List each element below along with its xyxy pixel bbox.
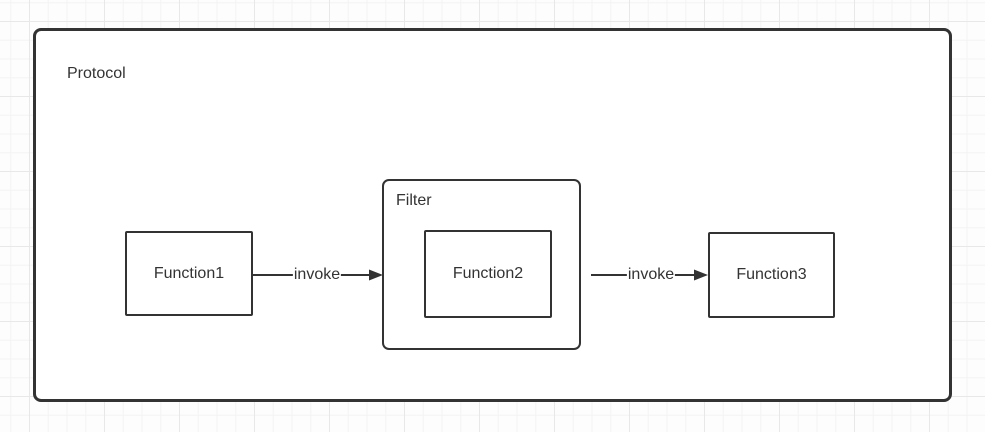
node-function1[interactable]: Function1 xyxy=(125,231,253,316)
function1-label: Function1 xyxy=(153,264,225,282)
edge1-label: invoke xyxy=(292,266,342,284)
edge2-label: invoke xyxy=(626,266,676,284)
function3-label: Function3 xyxy=(736,266,807,283)
node-function3[interactable]: Function3 xyxy=(708,232,835,318)
filter-label: Filter xyxy=(396,192,432,209)
node-function2[interactable]: Function2 xyxy=(424,230,552,318)
function2-label: Function2 xyxy=(452,265,524,282)
protocol-label: Protocol xyxy=(67,65,126,82)
